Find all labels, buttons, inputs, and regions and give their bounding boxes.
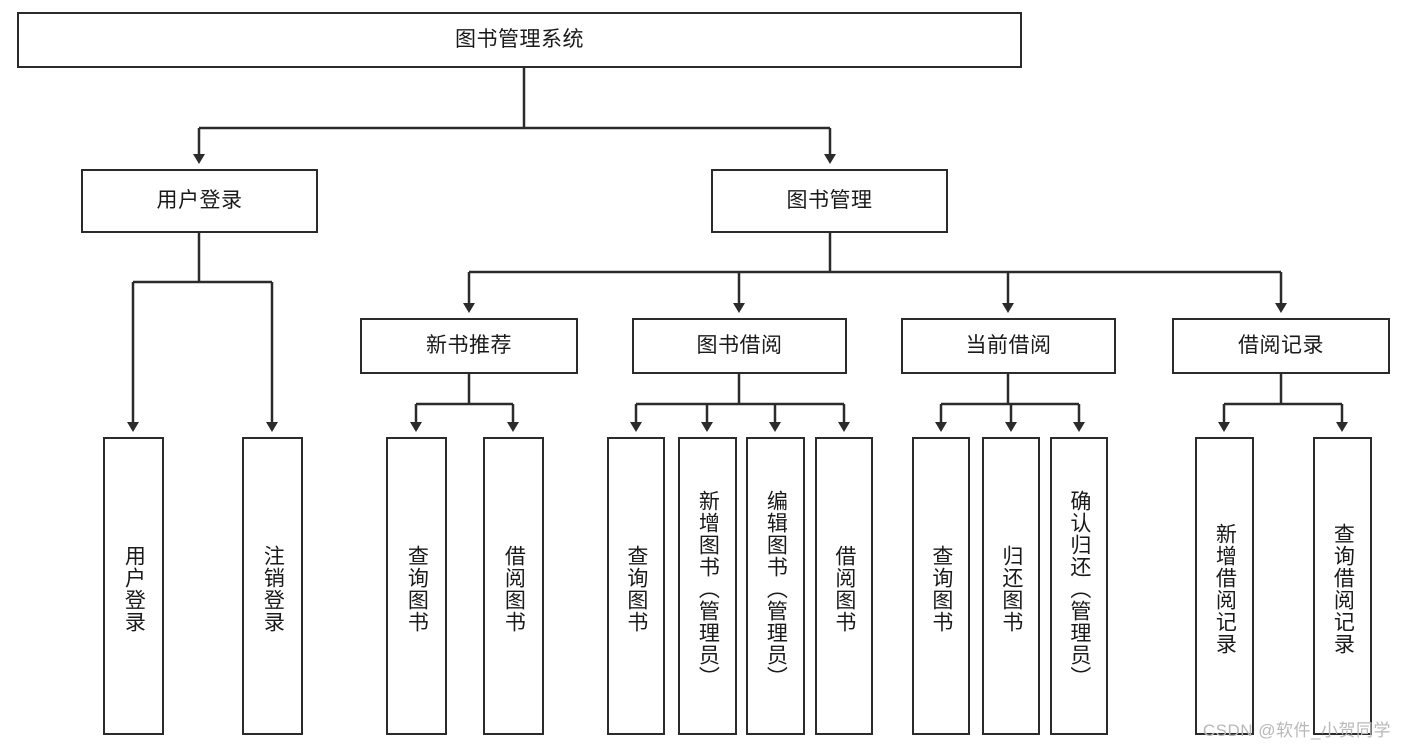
node-borrow-record[interactable]: 借阅记录 xyxy=(1172,318,1390,374)
node-book-borrow-label: 图书借阅 xyxy=(696,333,783,357)
leaf-node[interactable]: 新增借阅记录 xyxy=(1195,437,1254,735)
leaf-node-label: 查询图书 xyxy=(405,545,429,633)
leaf-node-label: 归还图书 xyxy=(999,545,1023,633)
node-current-borrow-label: 当前借阅 xyxy=(965,333,1052,357)
node-new-book-recommend[interactable]: 新书推荐 xyxy=(360,318,578,374)
node-book-borrow[interactable]: 图书借阅 xyxy=(632,318,847,374)
node-user-login[interactable]: 用户登录 xyxy=(81,169,318,233)
leaf-node-label: 查询图书 xyxy=(624,545,648,633)
leaf-node-label: 用户登录 xyxy=(122,545,146,633)
leaf-node[interactable]: 查询借阅记录 xyxy=(1313,437,1372,735)
leaf-node[interactable]: 确认归还（管理员） xyxy=(1050,437,1108,735)
node-user-login-label: 用户登录 xyxy=(156,188,243,212)
node-root[interactable]: 图书管理系统 xyxy=(17,12,1022,68)
leaf-node-label: 借阅图书 xyxy=(502,545,526,633)
leaf-node-label: 查询图书 xyxy=(929,545,953,633)
leaf-node-label: 借阅图书 xyxy=(832,545,856,633)
leaf-node[interactable]: 借阅图书 xyxy=(483,437,544,735)
leaf-node[interactable]: 用户登录 xyxy=(103,437,164,735)
leaf-node[interactable]: 注销登录 xyxy=(242,437,303,735)
leaf-node[interactable]: 查询图书 xyxy=(912,437,970,735)
node-borrow-record-label: 借阅记录 xyxy=(1238,333,1324,357)
node-current-borrow[interactable]: 当前借阅 xyxy=(901,318,1116,374)
node-new-book-recommend-label: 新书推荐 xyxy=(426,333,512,357)
leaf-node[interactable]: 查询图书 xyxy=(607,437,665,735)
leaf-node-label: 确认归还（管理员） xyxy=(1067,490,1091,688)
node-book-management[interactable]: 图书管理 xyxy=(711,169,948,233)
leaf-node-label: 注销登录 xyxy=(261,545,285,633)
leaf-node-label: 查询借阅记录 xyxy=(1331,523,1355,655)
leaf-node[interactable]: 归还图书 xyxy=(982,437,1040,735)
leaf-node-label: 编辑图书（管理员） xyxy=(764,490,788,688)
leaf-node[interactable]: 借阅图书 xyxy=(815,437,873,735)
leaf-node[interactable]: 编辑图书（管理员） xyxy=(746,437,805,735)
node-root-label: 图书管理系统 xyxy=(455,27,584,51)
leaf-node-label: 新增借阅记录 xyxy=(1213,523,1237,655)
leaf-node[interactable]: 新增图书（管理员） xyxy=(678,437,737,735)
node-book-management-label: 图书管理 xyxy=(786,188,873,212)
leaf-node[interactable]: 查询图书 xyxy=(386,437,447,735)
watermark: CSDN @软件_小贺同学 xyxy=(1202,721,1391,740)
leaf-node-label: 新增图书（管理员） xyxy=(696,490,720,688)
